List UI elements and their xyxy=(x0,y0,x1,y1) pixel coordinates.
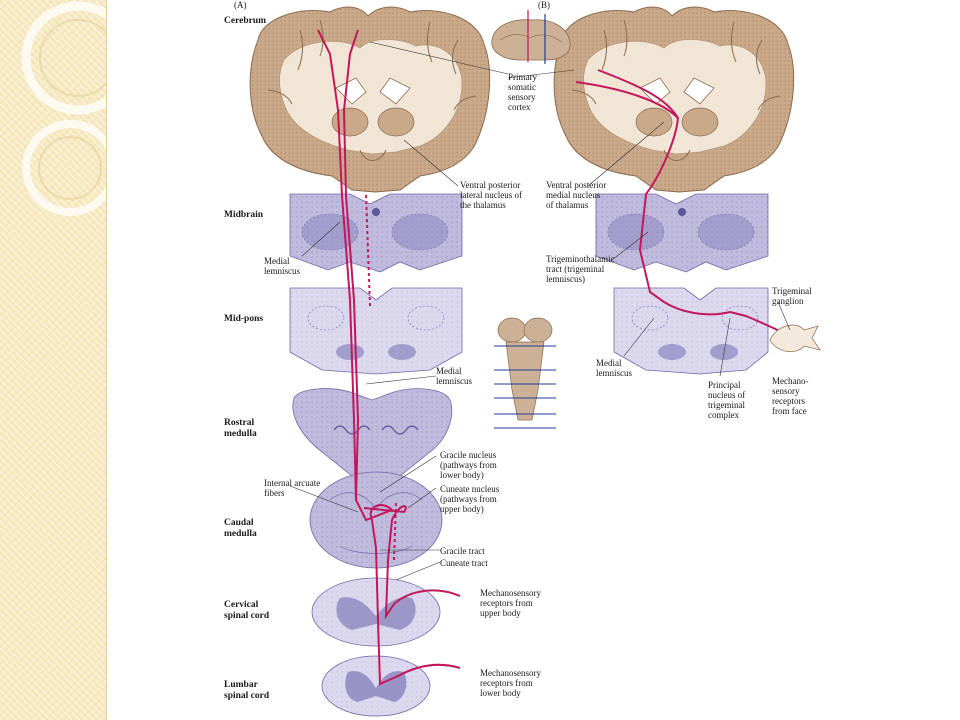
midbrain-section-b xyxy=(595,193,769,273)
label-medial-lemniscus-midbrain: Medial lemniscus xyxy=(264,256,300,276)
label-trigeminal-ganglion: Trigeminal ganglion xyxy=(772,286,812,306)
panel-label-b: (B) xyxy=(538,0,550,10)
label-internal-arcuate: Internal arcuate fibers xyxy=(264,478,321,498)
leader-lines xyxy=(289,41,791,581)
label-mechano-lower: Mechanosensory receptors from lower body xyxy=(480,668,541,698)
level-midbrain: Midbrain xyxy=(224,210,264,220)
level-lumbar-cord: Lumbar spinal cord xyxy=(224,680,270,701)
level-midpons: Mid-pons xyxy=(224,314,264,324)
lumbar-cord-section xyxy=(321,655,431,717)
level-cervical-cord: Cervical spinal cord xyxy=(224,600,270,621)
label-cuneate-nucleus: Cuneate nucleus (pathways from upper bod… xyxy=(440,484,500,514)
decorative-sidebar xyxy=(0,0,107,720)
level-caudal-medulla: Caudal medulla xyxy=(224,518,257,539)
label-trigeminothalamic: Trigeminothalamic tract (trigeminal lemn… xyxy=(546,254,615,284)
label-cuneate-tract: Cuneate tract xyxy=(440,558,488,568)
label-vpm: Ventral posterior medial nucleus of thal… xyxy=(546,180,607,210)
label-vpl: Ventral posterior lateral nucleus of the… xyxy=(460,180,522,210)
cerebrum-section-a xyxy=(249,6,491,193)
rostral-medulla-section xyxy=(292,388,453,481)
pathway-a xyxy=(317,29,461,686)
midpons-section-a xyxy=(289,287,463,375)
label-primary-cortex: Primary somatic sensory cortex xyxy=(508,72,537,112)
label-mechano-face: Mechano- sensory receptors from face xyxy=(772,376,809,416)
decorative-circles xyxy=(21,1,106,216)
level-cerebrum: Cerebrum xyxy=(224,16,267,26)
panel-label-a: (A) xyxy=(234,0,247,10)
label-medial-lemniscus-b: Medial lemniscus xyxy=(596,358,632,378)
level-rostral-medulla: Rostral medulla xyxy=(224,418,257,439)
label-principal-nucleus: Principal nucleus of trigeminal complex xyxy=(708,380,746,420)
cerebrum-section-b xyxy=(553,6,795,193)
brain-inset xyxy=(491,10,571,64)
midpons-section-b xyxy=(613,287,769,375)
brainstem-inset xyxy=(494,317,556,429)
cervical-cord-section xyxy=(311,577,441,647)
label-mechano-upper: Mechanosensory receptors from upper body xyxy=(480,588,541,618)
label-gracile-nucleus: Gracile nucleus (pathways from lower bod… xyxy=(440,450,497,480)
label-medial-lemniscus-pons: Medial lemniscus xyxy=(436,366,472,386)
midbrain-section-a xyxy=(289,193,463,273)
trigeminal-ganglion-shape xyxy=(769,324,821,353)
label-gracile-tract: Gracile tract xyxy=(440,546,485,556)
